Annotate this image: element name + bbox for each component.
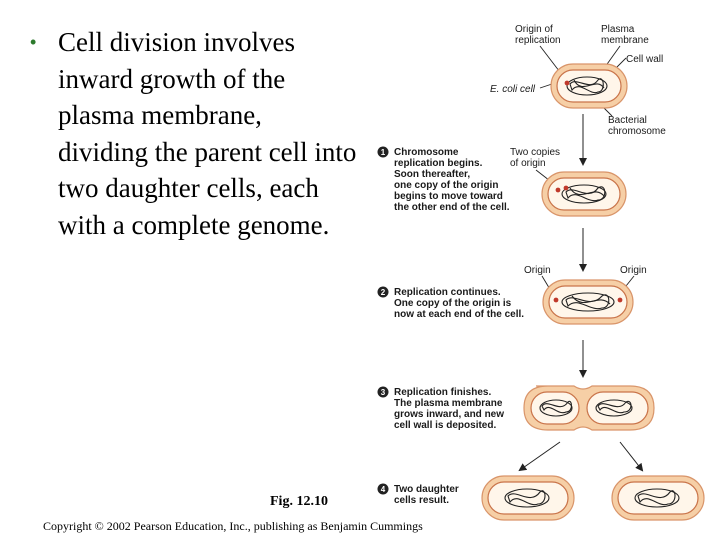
daughter-cell-left — [481, 475, 575, 521]
chromosome-label-line2: chromosome — [608, 126, 666, 137]
step-4-line1: Two daughter — [394, 484, 459, 495]
two-copies-label: Two copies of origin — [510, 147, 560, 169]
plasma-label-line1: Plasma — [601, 24, 635, 35]
ecoli-cell-label: E. coli cell — [490, 84, 536, 95]
origin-left-label: Origin — [524, 265, 551, 276]
step-1: 1 Chromosome replication begins. Soon th… — [377, 146, 510, 213]
bacterial-chromosome-label: Bacterial chromosome — [608, 115, 666, 137]
daughter-membrane-left — [530, 391, 580, 425]
step-3-number: 3 — [381, 388, 386, 397]
daughter-membrane-right — [586, 391, 649, 425]
two-copies-line2: of origin — [510, 158, 546, 169]
origin-dot — [553, 297, 559, 303]
ecoli-cell — [550, 63, 628, 109]
step-2-badge — [377, 286, 389, 298]
step-1-line6: the other end of the cell. — [394, 202, 510, 213]
step-4-line2: cells result. — [394, 495, 449, 506]
figure-label: Fig. 12.10 — [270, 494, 328, 509]
cell-wall-label: Cell wall — [626, 54, 663, 65]
step-1-line3: Soon thereafter, — [394, 169, 470, 180]
bullet-text: Cell division involves inward growth of … — [58, 27, 357, 240]
step-3-badge — [377, 386, 389, 398]
plasma-membrane-label: Plasma membrane — [601, 24, 649, 46]
step-1-badge — [377, 146, 389, 158]
step-4: 4 Two daughter cells result. — [377, 483, 459, 506]
step-3-line1: Replication finishes. — [394, 387, 491, 398]
daughter-cell-right — [611, 475, 705, 521]
origin-right-label: Origin — [620, 265, 647, 276]
ecoli-leader-line — [539, 83, 553, 89]
step-2-line1: Replication continues. — [394, 287, 501, 298]
step-3: 3 Replication finishes. The plasma membr… — [377, 386, 504, 431]
chromosome-tangle — [634, 488, 680, 508]
origin-dot — [617, 297, 623, 303]
chromosome-tangle — [566, 76, 608, 96]
step-1-line2: replication begins. — [394, 158, 483, 169]
step-2-line3: now at each end of the cell. — [394, 309, 524, 320]
step-1-line1: Chromosome — [394, 147, 459, 158]
origin-label-line1: Origin of — [515, 24, 553, 35]
arrow-4-left — [518, 441, 561, 472]
step-1-number: 1 — [381, 148, 386, 157]
arrow-4-right — [619, 441, 644, 472]
chromosome-tangle — [561, 292, 615, 312]
origin-dot — [555, 187, 561, 193]
origin-dot — [564, 80, 570, 86]
cell-step-1 — [541, 171, 627, 217]
two-copies-line1: Two copies — [510, 147, 560, 158]
step-3-line3: grows inward, and new — [394, 409, 504, 420]
chromosome-tangle — [561, 184, 607, 204]
step-1-line5: begins to move toward — [394, 191, 503, 202]
bullet-dot-icon: • — [30, 32, 37, 52]
step-3-line4: cell wall is deposited. — [394, 420, 496, 431]
copyright-text: Copyright © 2002 Pearson Education, Inc.… — [43, 519, 423, 533]
chromosome-label-line1: Bacterial — [608, 115, 647, 126]
step-2-number: 2 — [381, 288, 386, 297]
chromosome-tangle — [504, 488, 550, 508]
plasma-label-line2: membrane — [601, 35, 649, 46]
cell-step-2 — [542, 279, 634, 325]
step-2-line2: One copy of the origin is — [394, 298, 512, 309]
origin-of-replication-label: Origin of replication — [515, 24, 561, 46]
step-3-line2: The plasma membrane — [394, 398, 503, 409]
origin-dot — [563, 185, 569, 191]
step-2: 2 Replication continues. One copy of the… — [377, 286, 524, 320]
cell-step-3 — [523, 385, 655, 431]
step-4-number: 4 — [381, 485, 386, 494]
origin-label-line2: replication — [515, 35, 561, 46]
step-1-line4: one copy of the origin — [394, 180, 498, 191]
chromosome-tangle — [595, 399, 633, 417]
step-4-badge — [377, 483, 389, 495]
chromosome-tangle — [539, 399, 573, 417]
